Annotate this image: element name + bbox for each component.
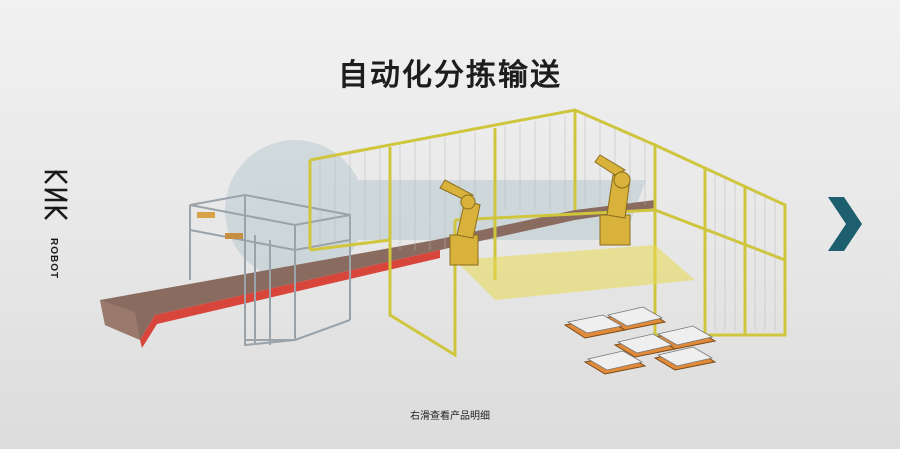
tray-tops	[566, 306, 714, 371]
robot-arm-left	[439, 179, 481, 266]
robot-arm-right	[594, 154, 631, 246]
work-zone	[455, 245, 695, 300]
brand-sub-label: ROBOT	[48, 238, 59, 280]
watermark-logo	[225, 140, 646, 280]
sorting-line-illustration	[100, 108, 787, 375]
chevron-right-icon[interactable]	[822, 193, 866, 255]
gantry-frame	[189, 193, 351, 347]
gantry-gripper	[197, 212, 215, 218]
page-title: 自动化分拣输送	[338, 58, 562, 93]
knk-logo-icon	[44, 170, 68, 220]
swipe-hint: 右滑查看产品明细	[410, 411, 490, 422]
gantry-gripper	[225, 233, 243, 239]
